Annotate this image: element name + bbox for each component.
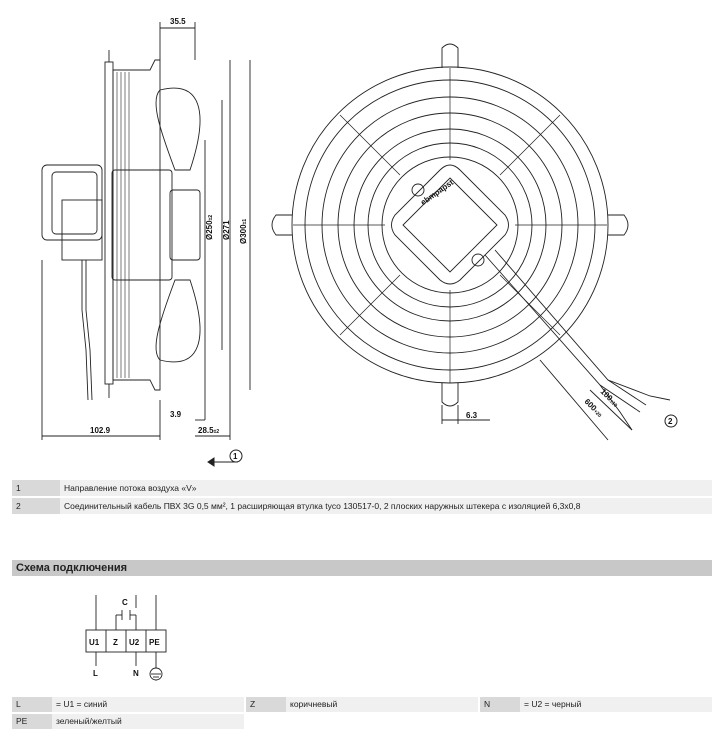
wiring-diagram: C U1 Z U2 PE L N xyxy=(85,595,167,681)
capacitor-label: C xyxy=(122,598,128,607)
airflow-arrow-icon xyxy=(207,449,243,467)
dim-28-5: 28.5±2 xyxy=(198,426,219,435)
legend-key: L xyxy=(12,697,52,712)
note-number: 2 xyxy=(12,498,60,514)
label-n: N xyxy=(133,669,139,678)
dim-6-3: 6.3 xyxy=(466,411,478,420)
dim-100: 100±10 xyxy=(599,387,621,409)
wire-color-legend: L = U1 = синий Z коричневый N = U2 = чер… xyxy=(12,697,712,731)
callout-1: 1 xyxy=(233,452,238,461)
front-view xyxy=(271,43,671,441)
terminal-u2: U2 xyxy=(129,638,140,647)
terminal-u1: U1 xyxy=(89,638,100,647)
section-title: Схема подключения xyxy=(12,560,712,576)
legend-value: зеленый/желтый xyxy=(52,714,244,729)
note-text: Направление потока воздуха «V» xyxy=(60,480,712,496)
terminal-z: Z xyxy=(113,638,118,647)
legend-key: N xyxy=(480,697,520,712)
note-row: 2 Соединительный кабель ПВХ 3G 0,5 мм², … xyxy=(12,498,712,514)
dim-300: Ø300±1 xyxy=(239,219,248,244)
dim-3-9: 3.9 xyxy=(170,410,182,419)
dim-250: Ø250±2 xyxy=(205,215,214,240)
legend-value: = U2 = черный xyxy=(520,697,712,712)
terminal-pe: PE xyxy=(149,638,160,647)
legend-value: коричневый xyxy=(286,697,478,712)
dim-35-5: 35.5 xyxy=(170,17,186,26)
technical-drawing: 35.5 3.9 102.9 28.5±2 Ø250±2 Ø271 Ø300±1… xyxy=(41,17,678,467)
side-view xyxy=(41,22,251,440)
callout-2: 2 xyxy=(668,417,673,426)
notes-table: 1 Направление потока воздуха «V» 2 Соеди… xyxy=(12,478,712,516)
legend-row: PE зеленый/желтый xyxy=(12,714,712,729)
note-number: 1 xyxy=(12,480,60,496)
dim-271: Ø271 xyxy=(222,220,231,240)
dim-102-9: 102.9 xyxy=(90,426,111,435)
legend-key: PE xyxy=(12,714,52,729)
note-row: 1 Направление потока воздуха «V» xyxy=(12,480,712,496)
callout-2-circle xyxy=(664,414,678,428)
legend-value: = U1 = синий xyxy=(52,697,244,712)
note-text: Соединительный кабель ПВХ 3G 0,5 мм², 1 … xyxy=(60,498,712,514)
label-l: L xyxy=(93,669,98,678)
legend-key: Z xyxy=(246,697,286,712)
legend-row: L = U1 = синий Z коричневый N = U2 = чер… xyxy=(12,697,712,712)
